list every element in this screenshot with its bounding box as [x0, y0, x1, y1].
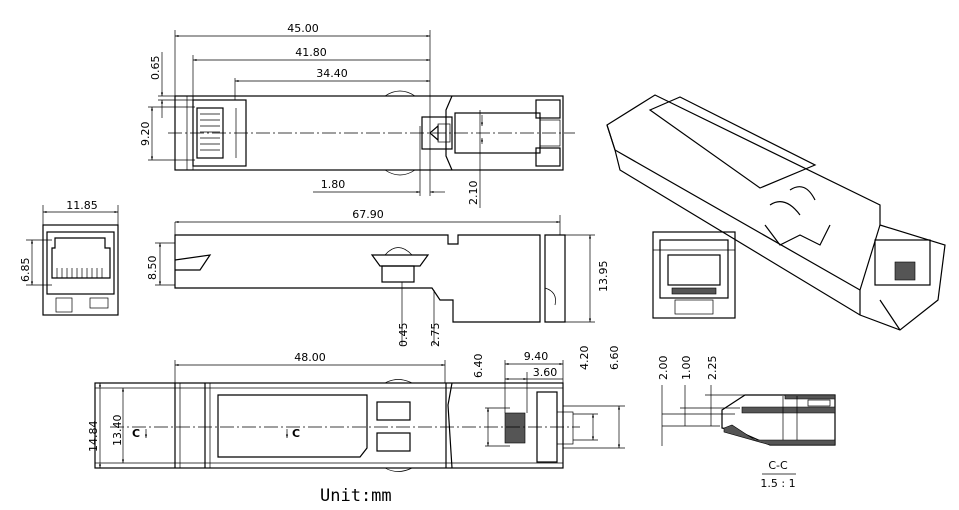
dim-2-75: 2.75 — [429, 323, 442, 348]
side-view: 67.90 8.50 13.95 0.45 2.75 — [146, 208, 610, 347]
dim-48-00: 48.00 — [294, 351, 326, 364]
dim-9-40: 9.40 — [524, 350, 549, 363]
isometric-view — [606, 94, 946, 331]
dim-2-00: 2.00 — [657, 356, 670, 381]
section-view-c-c: 2.00 1.00 2.25 C-C 1.5 : 1 — [657, 356, 836, 490]
bottom-view-dimensions: 48.00 14.84 13.40 6.40 9.40 3.60 4.20 6.… — [87, 346, 625, 468]
bottom-view: C C — [94, 379, 580, 472]
dim-1-00: 1.00 — [680, 356, 693, 381]
dim-41-80: 41.80 — [295, 46, 327, 59]
dim-4-20: 4.20 — [578, 346, 591, 371]
dim-13-40: 13.40 — [111, 415, 124, 447]
top-view-dimensions: 45.00 41.80 34.40 0.65 9.20 1.80 2.10 — [139, 22, 484, 208]
top-view — [168, 90, 575, 176]
dim-3-60: 3.60 — [533, 366, 558, 379]
dim-6-85: 6.85 — [19, 258, 32, 283]
front-view: 11.85 6.85 — [19, 199, 119, 316]
dim-6-60: 6.60 — [608, 346, 621, 371]
dim-13-95: 13.95 — [597, 261, 610, 293]
dim-2-25: 2.25 — [706, 356, 719, 381]
dim-2-10: 2.10 — [467, 181, 480, 206]
section-mark-right: C — [292, 427, 300, 440]
unit-label: Unit:mm — [320, 486, 392, 506]
dim-34-40: 34.40 — [316, 67, 348, 80]
section-scale: 1.5 : 1 — [760, 477, 795, 490]
dim-9-20: 9.20 — [139, 122, 152, 147]
dim-14-84: 14.84 — [87, 421, 100, 453]
section-mark-left: C — [132, 427, 140, 440]
dim-0-45: 0.45 — [397, 323, 410, 348]
end-view — [652, 231, 736, 319]
dim-67-90: 67.90 — [352, 208, 384, 221]
dim-0-65: 0.65 — [149, 56, 162, 81]
dim-6-40: 6.40 — [472, 354, 485, 379]
dim-45-00: 45.00 — [287, 22, 319, 35]
dim-11-85: 11.85 — [66, 199, 98, 212]
dim-8-50: 8.50 — [146, 256, 159, 281]
section-title: C-C — [768, 459, 788, 472]
dim-1-80: 1.80 — [321, 178, 346, 191]
